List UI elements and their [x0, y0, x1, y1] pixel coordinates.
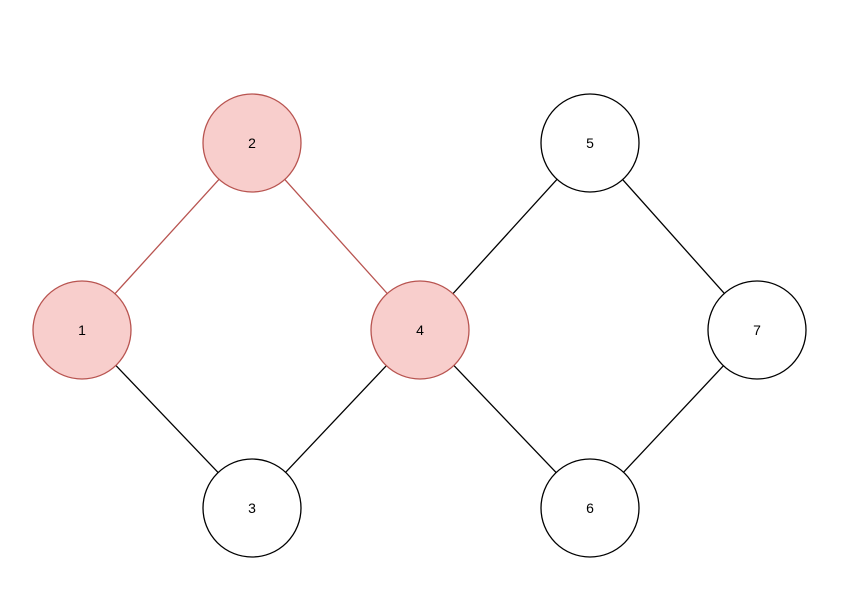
- node-5: 5: [540, 93, 640, 193]
- node-label-4: 4: [416, 322, 424, 338]
- edge-4-5: [452, 178, 558, 295]
- edge-2-4: [284, 179, 388, 294]
- node-circle-5: [540, 93, 640, 193]
- node-6: 6: [540, 458, 640, 558]
- node-circle-2: [202, 93, 302, 193]
- nodes-layer: 1 2 3 4 5 6 7: [32, 93, 807, 558]
- edge-2-1: [114, 178, 220, 295]
- node-2: 2: [202, 93, 302, 193]
- node-circle-3: [202, 458, 302, 558]
- node-label-1: 1: [78, 322, 86, 338]
- node-label-2: 2: [248, 135, 256, 151]
- node-label-6: 6: [586, 500, 594, 516]
- node-label-5: 5: [586, 135, 594, 151]
- node-label-3: 3: [248, 500, 256, 516]
- edge-5-7: [622, 179, 725, 294]
- edges-layer: [114, 178, 725, 474]
- node-circle-7: [707, 280, 807, 380]
- node-circle-4: [370, 280, 470, 380]
- node-circle-6: [540, 458, 640, 558]
- node-4: 4: [370, 280, 470, 380]
- node-circle-1: [32, 280, 132, 380]
- edge-6-7: [623, 365, 724, 473]
- node-3: 3: [202, 458, 302, 558]
- edge-3-4: [285, 365, 387, 473]
- edge-4-6: [453, 364, 557, 474]
- node-1: 1: [32, 280, 132, 380]
- node-label-7: 7: [753, 322, 761, 338]
- node-7: 7: [707, 280, 807, 380]
- edge-1-3: [115, 364, 219, 474]
